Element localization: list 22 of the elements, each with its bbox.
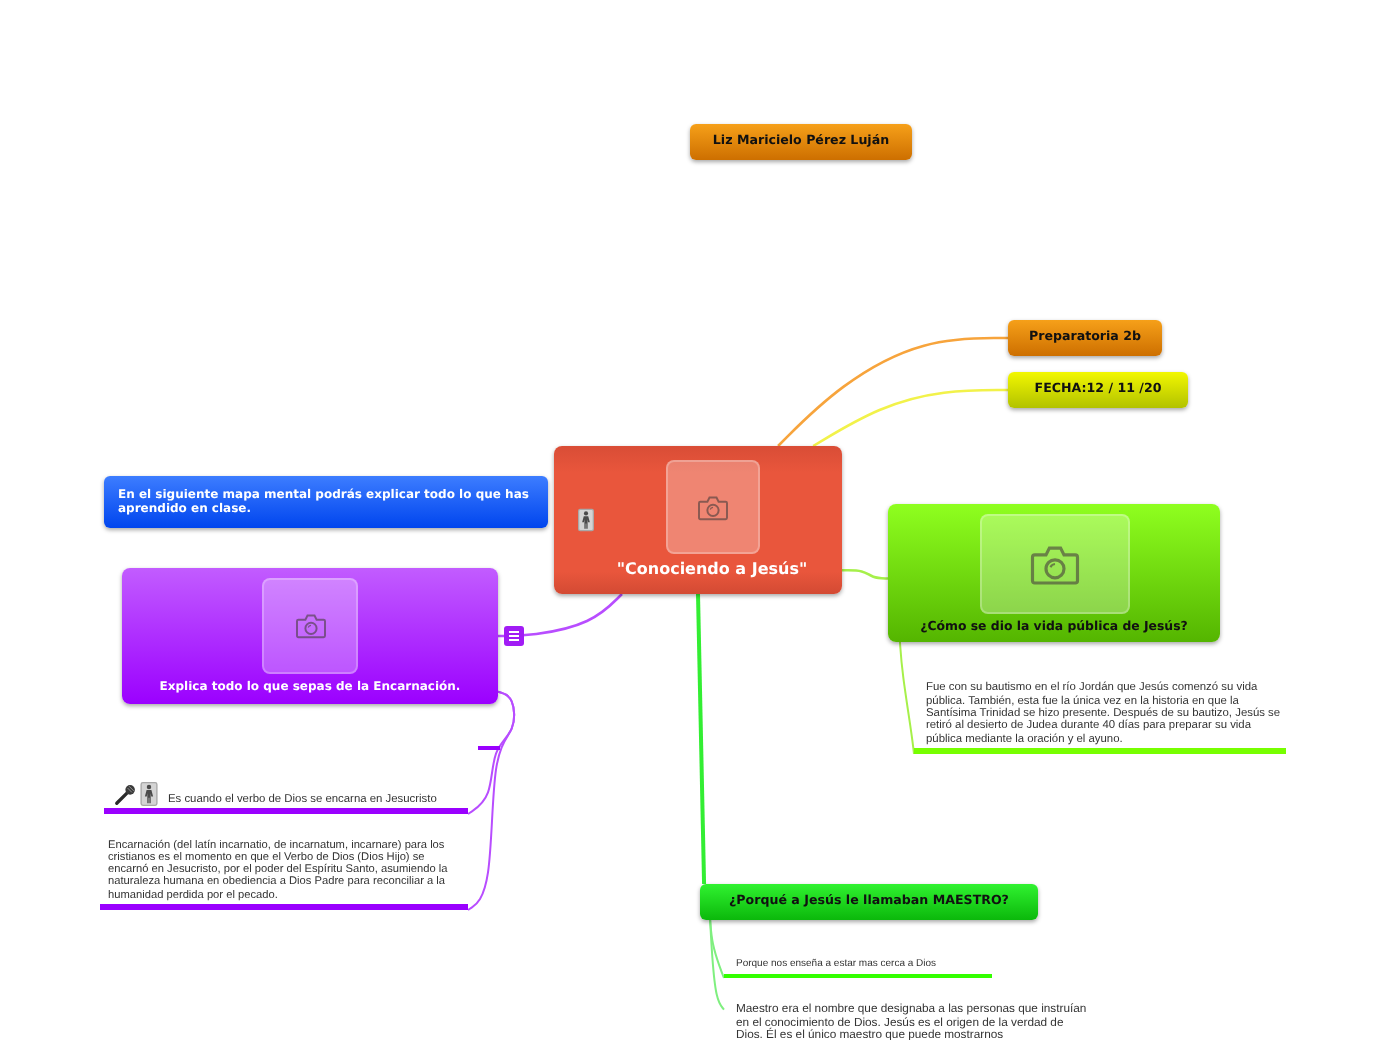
underlined-subtopic [914, 678, 1286, 754]
connector-line [842, 568, 889, 580]
topic-card [122, 568, 498, 704]
connector-line [467, 690, 516, 911]
topic-card [554, 446, 842, 594]
underlined-subtopic [100, 834, 468, 910]
topic-box [1008, 372, 1188, 408]
connector-line [498, 593, 623, 638]
connector-line [709, 919, 725, 1011]
topic-box [690, 124, 912, 160]
topic-box [104, 476, 548, 528]
topic-box [700, 884, 1038, 920]
connector-line [898, 641, 915, 755]
underlined-subtopic [724, 956, 992, 978]
topic-card [888, 504, 1220, 642]
topic-title: "Conociendo a Jesús" [616, 560, 808, 580]
connector-line [696, 593, 707, 885]
topic-box [1008, 320, 1162, 356]
connector-line [812, 388, 1008, 448]
underlined-subtopic [104, 778, 468, 814]
connector-line [777, 336, 1008, 447]
connector-line [709, 919, 725, 979]
